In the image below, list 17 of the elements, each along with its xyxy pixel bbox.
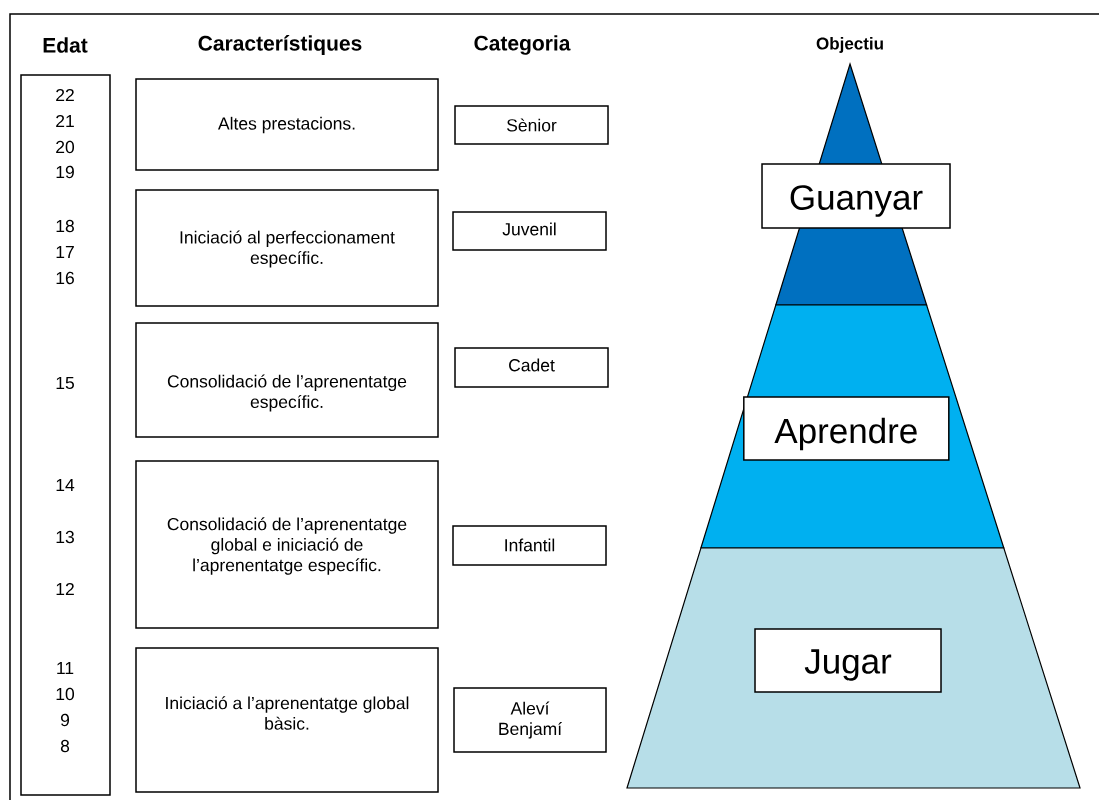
goal-label-box: Guanyar — [761, 163, 951, 229]
column-heading: Edat — [43, 37, 88, 53]
description-box: Altes prestacions. — [135, 78, 439, 171]
category-box: Sènior — [454, 105, 609, 145]
description-box: Iniciació a l’aprenentatge global bàsic. — [135, 647, 439, 793]
goal-label-box: Aprendre — [743, 396, 950, 461]
age-column-box: 22 21 20 19 18 17 16 15 14 13 12 11 10 9 8 — [20, 74, 111, 796]
description-box: Consolidació de l’aprenentatge global e iniciació de l’aprenentatge específic. — [135, 460, 439, 629]
category-box: Juvenil — [452, 211, 607, 251]
column-heading: Categoria — [474, 35, 571, 55]
description-box: Consolidació de l’aprenentatge específic. — [135, 322, 439, 438]
category-box: Infantil — [452, 525, 607, 566]
goal-label-box: Jugar — [754, 628, 942, 693]
category-box: Cadet — [454, 347, 609, 388]
column-heading: Característiques — [198, 35, 362, 55]
description-box: Iniciació al perfeccionament específic. — [135, 189, 439, 307]
category-box: Aleví Benjamí — [453, 687, 607, 753]
